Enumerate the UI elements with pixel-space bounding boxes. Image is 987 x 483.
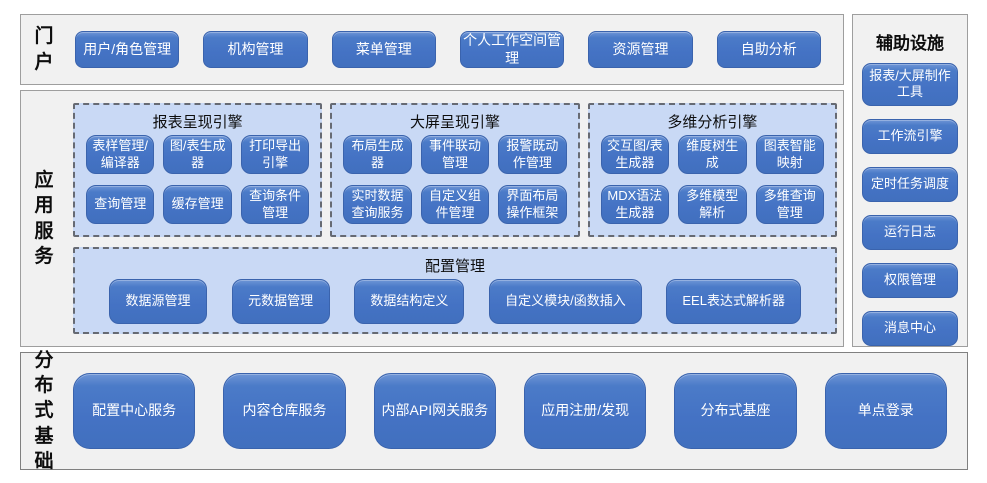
portal-button-resource-mgmt[interactable]: 资源管理 — [588, 31, 693, 68]
config-button-metadata-mgmt[interactable]: 元数据管理 — [231, 279, 330, 324]
auxiliary-title: 辅助设施 — [876, 34, 944, 53]
screen-engine-panel: 大屏呈现引擎 布局生成器 事件联动管理 报警既动作管理 实时数据查询服务 自定义… — [330, 103, 580, 237]
portal-button-org-mgmt[interactable]: 机构管理 — [203, 31, 308, 68]
olap-engine-button-smart-chart-mapping[interactable]: 图表智能映射 — [755, 135, 824, 174]
portal-button-menu-mgmt[interactable]: 菜单管理 — [331, 31, 436, 68]
screen-engine-button-ui-layout-framework[interactable]: 界面布局操作框架 — [498, 185, 567, 224]
report-engine-grid: 表样管理/编译器 图/表生成器 打印导出引擎 查询管理 缓存管理 查询条件管理 — [86, 135, 310, 224]
report-engine-button-style-compiler[interactable]: 表样管理/编译器 — [86, 135, 155, 174]
aux-button-report-screen-maker[interactable]: 报表/大屏制作工具 — [862, 63, 958, 106]
dist-button-content-repo-service[interactable]: 内容仓库服务 — [223, 373, 346, 449]
config-button-datasource-mgmt[interactable]: 数据源管理 — [109, 279, 207, 324]
dist-button-internal-api-gateway[interactable]: 内部API网关服务 — [373, 373, 496, 449]
dist-button-app-registration-discovery[interactable]: 应用注册/发现 — [523, 373, 647, 449]
olap-engine-title: 多维分析引擎 — [667, 114, 758, 131]
screen-engine-grid: 布局生成器 事件联动管理 报警既动作管理 实时数据查询服务 自定义组件管理 界面… — [343, 135, 567, 224]
portal-buttons: 用户/角色管理 机构管理 菜单管理 个人工作空间管理 资源管理 自助分析 — [75, 31, 821, 68]
olap-engine-button-dimension-tree[interactable]: 维度树生成 — [678, 135, 747, 174]
portal-button-self-service-analysis[interactable]: 自助分析 — [716, 31, 821, 68]
olap-engine-button-mdx-generator[interactable]: MDX语法生成器 — [600, 185, 670, 224]
screen-engine-button-realtime-query-service[interactable]: 实时数据查询服务 — [343, 185, 412, 224]
portal-label: 门户 — [34, 26, 54, 73]
app-services-section: 应用服务 报表呈现引擎 表样管理/编译器 图/表生成器 打印导出引擎 查询管理 … — [20, 90, 844, 347]
report-engine-panel: 报表呈现引擎 表样管理/编译器 图/表生成器 打印导出引擎 查询管理 缓存管理 … — [73, 103, 323, 237]
dist-button-single-sign-on[interactable]: 单点登录 — [824, 373, 947, 449]
aux-button-run-logs[interactable]: 运行日志 — [862, 214, 958, 250]
app-services-content: 报表呈现引擎 表样管理/编译器 图/表生成器 打印导出引擎 查询管理 缓存管理 … — [73, 99, 837, 338]
config-button-data-structure-definition[interactable]: 数据结构定义 — [354, 279, 465, 324]
config-button-eel-expression-parser[interactable]: EEL表达式解析器 — [666, 279, 801, 324]
report-engine-button-query-mgmt[interactable]: 查询管理 — [86, 185, 155, 224]
config-mgmt-title: 配置管理 — [424, 258, 485, 275]
app-services-label: 应用服务 — [34, 170, 54, 267]
olap-engine-grid: 交互图/表生成器 维度树生成 图表智能映射 MDX语法生成器 多维模型解析 多维… — [600, 135, 824, 224]
olap-engine-panel: 多维分析引擎 交互图/表生成器 维度树生成 图表智能映射 MDX语法生成器 多维… — [587, 103, 837, 237]
distributed-label: 分布式基础 — [34, 350, 54, 472]
screen-engine-button-custom-component-mgmt[interactable]: 自定义组件管理 — [420, 185, 490, 224]
report-engine-button-print-export[interactable]: 打印导出引擎 — [240, 135, 310, 174]
config-button-custom-module-function[interactable]: 自定义模块/函数插入 — [489, 279, 642, 324]
aux-button-permission-mgmt[interactable]: 权限管理 — [862, 262, 958, 298]
auxiliary-buttons: 报表/大屏制作工具 工作流引擎 定时任务调度 运行日志 权限管理 消息中心 — [862, 63, 958, 346]
auxiliary-section: 辅助设施 报表/大屏制作工具 工作流引擎 定时任务调度 运行日志 权限管理 消息… — [852, 14, 968, 347]
screen-engine-button-alarm-action-mgmt[interactable]: 报警既动作管理 — [498, 135, 567, 174]
distributed-buttons: 配置中心服务 内容仓库服务 内部API网关服务 应用注册/发现 分布式基座 单点… — [73, 373, 947, 449]
dist-button-config-center-service[interactable]: 配置中心服务 — [73, 373, 196, 449]
portal-section: 门户 用户/角色管理 机构管理 菜单管理 个人工作空间管理 资源管理 自助分析 — [20, 14, 844, 85]
portal-button-workspace-mgmt[interactable]: 个人工作空间管理 — [459, 31, 565, 68]
dist-button-distributed-base[interactable]: 分布式基座 — [674, 373, 797, 449]
portal-button-user-role-mgmt[interactable]: 用户/角色管理 — [75, 31, 180, 68]
diagram-layout: 门户 用户/角色管理 机构管理 菜单管理 个人工作空间管理 资源管理 自助分析 … — [20, 14, 968, 472]
report-engine-button-chart-generator[interactable]: 图/表生成器 — [163, 135, 232, 174]
aux-button-message-center[interactable]: 消息中心 — [862, 310, 958, 346]
report-engine-button-cache-mgmt[interactable]: 缓存管理 — [163, 185, 232, 224]
report-engine-button-query-condition-mgmt[interactable]: 查询条件管理 — [240, 185, 310, 224]
olap-engine-button-interactive-chart-generator[interactable]: 交互图/表生成器 — [600, 135, 670, 174]
config-mgmt-panel: 配置管理 数据源管理 元数据管理 数据结构定义 自定义模块/函数插入 EEL表达… — [73, 247, 837, 334]
olap-engine-button-model-parsing[interactable]: 多维模型解析 — [678, 185, 747, 224]
screen-engine-title: 大屏呈现引擎 — [409, 114, 500, 131]
screen-engine-button-event-linkage-mgmt[interactable]: 事件联动管理 — [420, 135, 490, 174]
aux-button-workflow-engine[interactable]: 工作流引擎 — [862, 118, 958, 154]
engine-row: 报表呈现引擎 表样管理/编译器 图/表生成器 打印导出引擎 查询管理 缓存管理 … — [73, 103, 837, 237]
screen-engine-button-layout-generator[interactable]: 布局生成器 — [343, 135, 412, 174]
olap-engine-button-query-mgmt[interactable]: 多维查询管理 — [755, 185, 824, 224]
report-engine-title: 报表呈现引擎 — [152, 114, 243, 131]
config-mgmt-buttons: 数据源管理 元数据管理 数据结构定义 自定义模块/函数插入 EEL表达式解析器 — [109, 279, 801, 324]
aux-button-scheduled-tasks[interactable]: 定时任务调度 — [862, 166, 958, 202]
distributed-section: 分布式基础 配置中心服务 内容仓库服务 内部API网关服务 应用注册/发现 分布… — [20, 350, 968, 472]
